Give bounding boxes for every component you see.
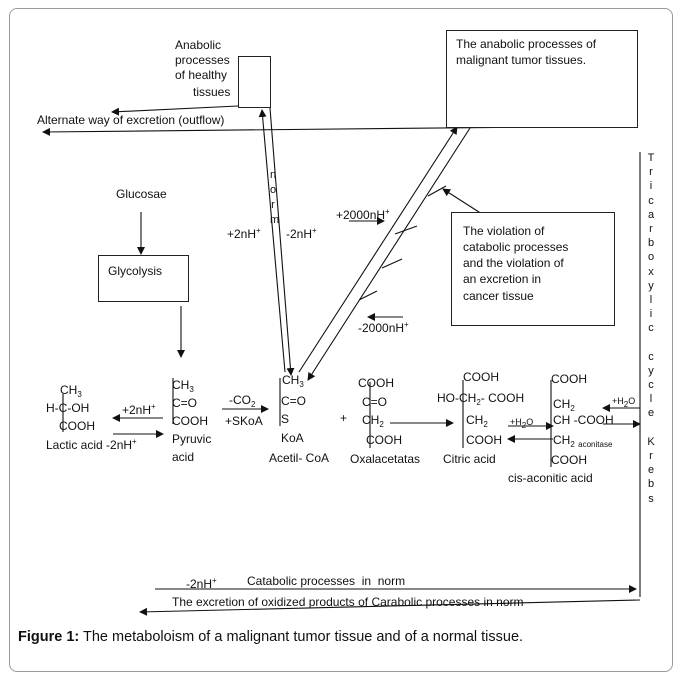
citric-ch2: CH2 — [466, 413, 488, 429]
caption-label: Figure 1: — [18, 629, 80, 645]
glucose-label: Glucosae — [116, 187, 167, 201]
h2o-tca-label: +H2O — [612, 396, 636, 409]
anabolic-healthy-line4: tissues — [193, 85, 231, 99]
oxal-co: C=O — [362, 395, 388, 409]
violation-pointer — [442, 188, 483, 215]
cis-cooh-top: COOH — [551, 372, 587, 386]
malignant-up-arrow — [298, 126, 458, 373]
plus-sign: + — [340, 411, 348, 425]
cis-cooh-bottom: COOH — [551, 453, 587, 467]
pyruvic-cooh: COOH — [172, 414, 208, 428]
citric-mid: HO-CH2- COOH — [437, 391, 525, 407]
h2-lactic-label: +2nH+ — [122, 402, 156, 417]
lactic-hcoh: H-C-OH — [46, 401, 90, 415]
violation-line2: catabolic processes — [463, 240, 569, 254]
oxal-cooh-top: COOH — [358, 376, 394, 390]
malignant-title-line1: The anabolic processes of — [456, 37, 597, 51]
co2-label: -CO2 — [229, 393, 256, 409]
citric-cooh-bottom: COOH — [466, 433, 502, 447]
pyruvic-label-2: acid — [172, 450, 195, 464]
lactic-cooh: COOH — [59, 419, 95, 433]
malignant-title-line2: malignant tumor tissues. — [456, 53, 587, 67]
violation-line5: cancer tissue — [463, 289, 534, 303]
glycolysis-box — [98, 255, 189, 302]
acetyl-co: C=O — [281, 394, 307, 408]
cis-ch2: CH2 — [553, 397, 575, 413]
figure-frame — [9, 8, 673, 672]
healthy-anabolic-box — [238, 56, 271, 108]
malignant-down-arrow — [307, 127, 471, 381]
h2000-top-label: +2000nH+ — [336, 207, 390, 222]
healthy-outflow-arrow — [111, 105, 239, 116]
alternate-excretion-label: Alternate way of excretion (outflow) — [37, 113, 225, 127]
catabolic-norm-h: -2nH+ — [186, 576, 217, 591]
pyruvic-ch3: CH3 — [172, 378, 194, 394]
norm-up-arrow — [258, 109, 286, 373]
malignant-anabolic-box — [446, 30, 638, 128]
oxal-cooh-bottom: COOH — [366, 433, 402, 447]
h2o-citric-label: +H2O — [510, 417, 534, 430]
violation-line3: and the violation of — [463, 256, 564, 270]
excretion-norm-label: The excretion of oxidized products of Ca… — [172, 595, 524, 609]
cis-ch2b: CH2 aconitase — [553, 433, 613, 449]
skoa-label: +SKoA — [225, 414, 263, 428]
excretion-norm-arrow — [139, 599, 641, 616]
pyruvic-co: C=O — [172, 396, 198, 410]
anabolic-healthy-line1: Anabolic — [175, 38, 222, 52]
acetyl-label: Acetil- CoA — [269, 451, 330, 465]
violation-line1: The violation of — [463, 224, 545, 238]
cis-ch-cooh: CH -COOH — [553, 413, 614, 427]
caption-text: The metaboloism of a malignant tumor tis… — [79, 629, 524, 645]
lactic-label: Lactic acid -2nH+ — [46, 437, 137, 452]
citric-cooh-top: COOH — [463, 370, 499, 384]
violation-line4: an excretion in — [463, 272, 542, 286]
acetyl-koa: KoA — [281, 431, 304, 445]
acetyl-ch3: CH3 — [282, 373, 304, 389]
glycolysis-label: Glycolysis — [108, 264, 163, 278]
pyruvic-label-1: Pyruvic — [172, 432, 212, 446]
anabolic-healthy-line2: processes — [175, 53, 230, 67]
h-right-label: -2nH+ — [286, 226, 317, 241]
citric-label: Citric acid — [443, 452, 496, 466]
catabolic-norm-label: Catabolic processes in norm — [247, 574, 406, 588]
h2000-bottom-label: -2000nH+ — [358, 320, 409, 335]
h-left-label: +2nH+ — [227, 226, 261, 241]
lactic-ch3: CH3 — [60, 383, 82, 399]
acetyl-s: S — [281, 412, 290, 426]
anabolic-healthy-line3: of healthy — [175, 68, 228, 82]
oxal-label: Oxalacetatas — [350, 452, 421, 466]
violation-box — [451, 212, 615, 326]
norm-down-arrow — [269, 107, 295, 376]
oxal-ch2: CH2 — [362, 413, 384, 429]
cis-label: cis-aconitic acid — [508, 471, 593, 485]
figure-caption: Figure 1: The metaboloism of a malignant… — [18, 629, 658, 646]
